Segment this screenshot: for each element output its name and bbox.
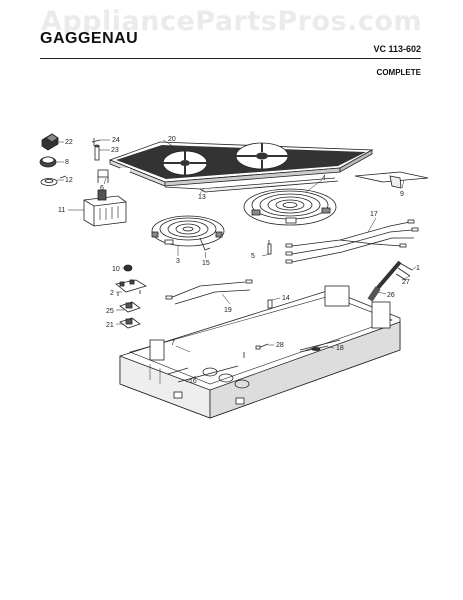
callout-14: 14 [282, 295, 290, 302]
callout-13: 13 [198, 194, 206, 201]
callout-9: 9 [400, 191, 404, 198]
callout-26: 26 [387, 292, 395, 299]
callout-22: 22 [65, 139, 73, 146]
part-4-large-heating-element [243, 188, 337, 226]
part-15-bracket [199, 237, 211, 251]
callout-28: 28 [276, 342, 284, 349]
part-5-connector [267, 240, 272, 255]
callout-6: 6 [100, 185, 104, 192]
header-rule [40, 58, 421, 59]
callout-16: 16 [189, 378, 197, 385]
part-18-wire [299, 345, 329, 353]
part-23-shaft [94, 144, 100, 161]
callout-2: 2 [110, 290, 114, 297]
part-21-clip [119, 317, 141, 329]
part-7-bottom-housing [119, 285, 401, 419]
watermark: AppliancePartsPros.com [40, 6, 423, 37]
callout-12: 12 [65, 177, 73, 184]
part-28-connector [255, 343, 269, 350]
part-8-ring [39, 156, 57, 168]
callout-24: 24 [112, 137, 120, 144]
callout-5: 5 [251, 253, 255, 260]
callout-3: 3 [176, 258, 180, 265]
callout-23: 23 [111, 147, 119, 154]
callout-8: 8 [65, 159, 69, 166]
part-14-post [267, 299, 273, 309]
part-22-control-knob [41, 133, 59, 151]
callout-19: 19 [224, 307, 232, 314]
part-12-washer [40, 175, 67, 186]
callout-25: 25 [106, 308, 114, 315]
part-19-wire [165, 279, 253, 305]
part-6-indicator-lamp [97, 169, 109, 183]
part-3-small-heating-element [151, 215, 225, 247]
callout-21: 21 [106, 322, 114, 329]
part-17-wiring-harness [285, 219, 419, 264]
callout-11: 11 [58, 207, 65, 214]
callout-27: 27 [402, 279, 410, 286]
part-1-power-cable [367, 260, 413, 302]
leader-lines [56, 139, 417, 383]
part-11-energy-regulator [83, 189, 127, 227]
part-2-terminal-block [115, 279, 147, 296]
brand-logo: GAGGENAU [40, 30, 139, 47]
callout-15: 15 [202, 260, 210, 267]
callout-20: 20 [168, 136, 176, 143]
variant-label: COMPLETE [376, 68, 421, 77]
part-13-front-trim [164, 177, 339, 193]
callout-10: 10 [112, 266, 120, 273]
part-24-pin [91, 138, 101, 146]
model-number: VC 113-602 [373, 44, 421, 54]
callout-7: 7 [171, 340, 175, 347]
callout-18: 18 [336, 345, 344, 352]
callout-4: 4 [322, 175, 326, 182]
part-20-glass-top [108, 141, 374, 187]
callout-1: 1 [416, 265, 420, 272]
callout-17: 17 [370, 211, 378, 218]
part-9-mounting-bracket [354, 171, 429, 189]
callout-labels: 22 24 23 8 12 6 11 20 13 4 9 3 15 5 17 1… [58, 136, 420, 385]
part-25-clip [119, 301, 141, 313]
